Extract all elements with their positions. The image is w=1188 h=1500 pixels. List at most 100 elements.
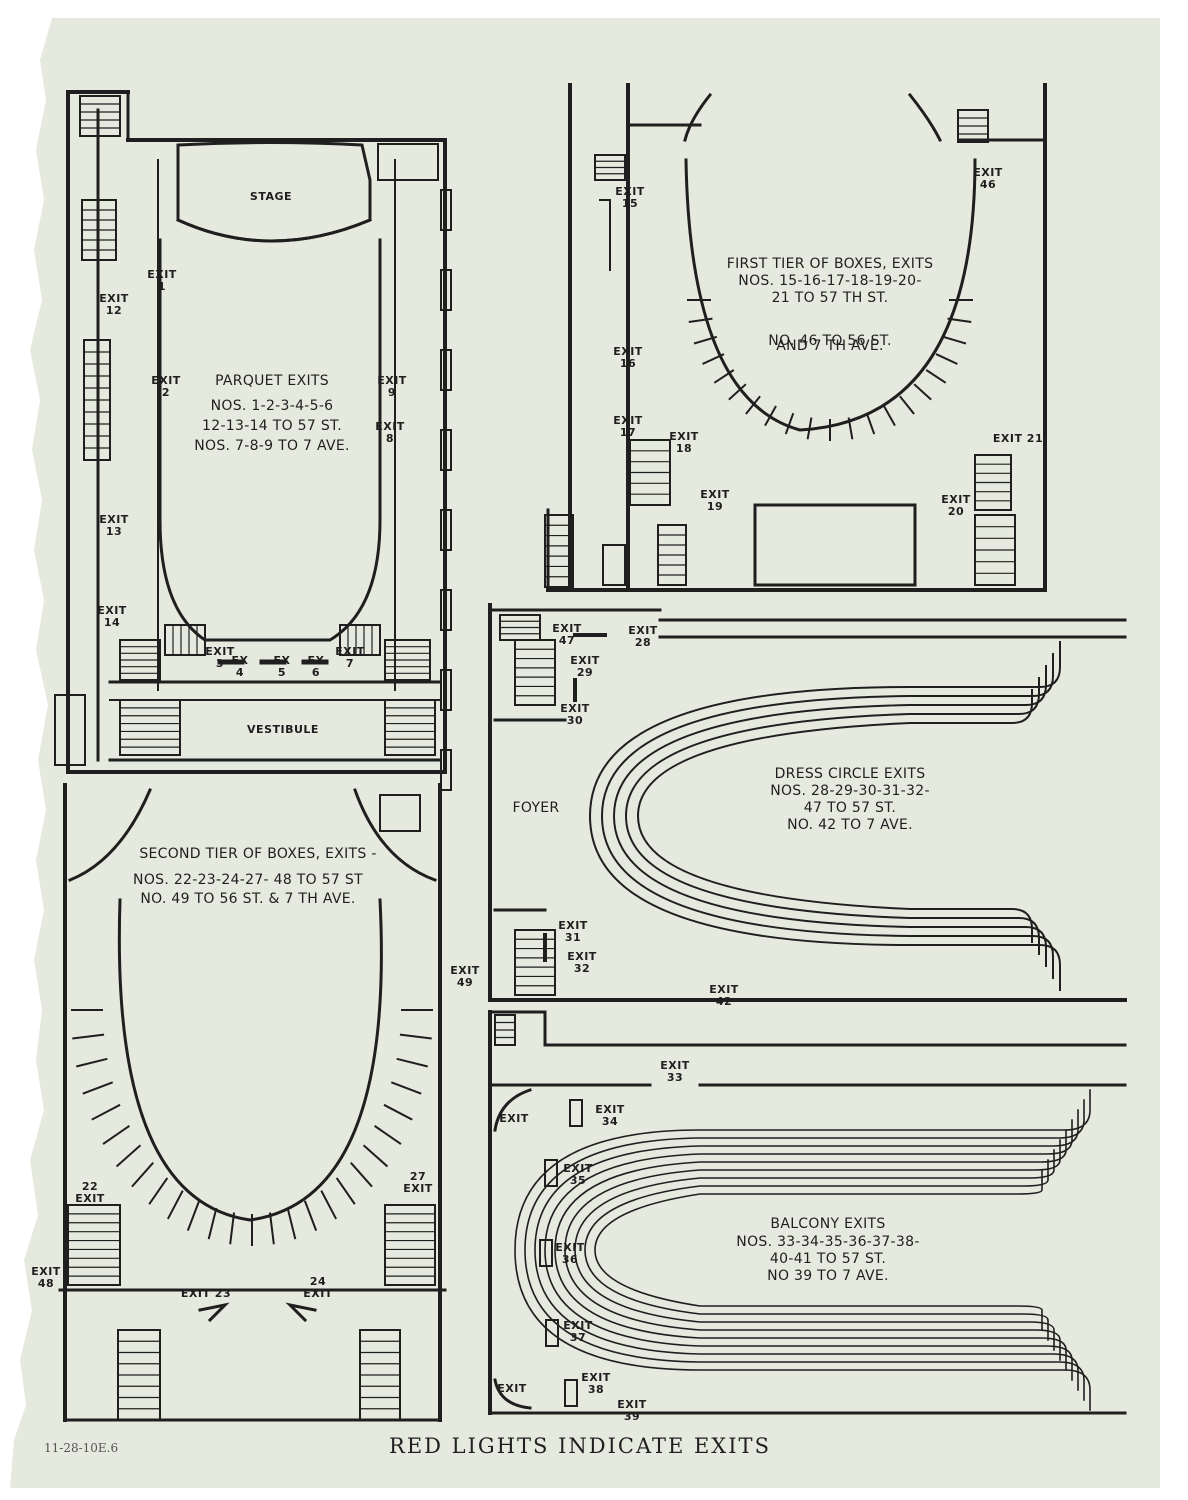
dress-circle-row: [612, 665, 1047, 967]
box-partition: [320, 1190, 338, 1220]
box-partition: [865, 412, 876, 435]
box-partition: [745, 395, 761, 415]
dress-circle-exits-note: NO. 42 TO 7 AVE.: [787, 817, 913, 833]
label-exit-6: 6: [312, 666, 320, 679]
label-exit-13: EXIT: [99, 513, 129, 526]
label-exit-1: 1: [158, 280, 166, 293]
box-partition: [229, 1212, 236, 1245]
first-tier-exits-note: 21 TO 57 TH ST.: [772, 290, 889, 306]
label-exit-15: 15: [622, 197, 638, 210]
label-exit-46: 46: [980, 178, 996, 191]
vomitory: [539, 1239, 553, 1267]
box-partition: [303, 1200, 318, 1232]
label-exit-49: 49: [457, 976, 473, 989]
dress-circle-exits-note: NOS. 28-29-30-31-32-: [770, 783, 930, 799]
label-exit-19: EXIT: [700, 488, 730, 501]
label-exit-32: EXIT: [567, 950, 597, 963]
closet: [602, 544, 626, 586]
label-exit-15: EXIT: [615, 185, 645, 198]
label-exit-4: EX: [232, 654, 249, 667]
balcony-exits-note: 40-41 TO 57 ST.: [770, 1251, 886, 1267]
parquet-exits-note: NOS. 7-8-9 TO 7 AVE.: [194, 438, 350, 454]
label-exit-5: EX: [274, 654, 291, 667]
box-partition: [728, 383, 747, 401]
parquet-exits-note: 12-13-14 TO 57 ST.: [202, 418, 342, 434]
label-exit-33: EXIT: [660, 1059, 690, 1072]
label-exit-2: 2: [162, 386, 170, 399]
box-partition: [390, 1081, 422, 1095]
tier-rail: [68, 788, 152, 882]
stairway: [384, 699, 436, 756]
box-partition: [383, 1103, 413, 1121]
label-exit-28: EXIT: [628, 624, 658, 637]
label-exit-39: 39: [624, 1410, 640, 1423]
label-exit-16: EXIT: [613, 345, 643, 358]
box-partition: [76, 1057, 108, 1068]
box-partition: [806, 417, 813, 440]
window: [440, 669, 452, 711]
label-exit-36: 36: [562, 1253, 578, 1266]
window: [440, 509, 452, 551]
label-exit-34: 34: [602, 1115, 618, 1128]
dress-circle-row: [588, 641, 1061, 991]
balcony-row: [554, 1129, 1067, 1371]
label-exit-33: 33: [667, 1071, 683, 1084]
first-tier-exits-note: NOS. 15-16-17-18-19-20-: [738, 273, 921, 289]
dress-circle-exits-title: DRESS CIRCLE EXITS: [775, 766, 926, 782]
balcony-rail: [493, 1088, 532, 1132]
label-exit-7: EXIT: [335, 645, 365, 658]
label-exit-47: EXIT: [552, 622, 582, 635]
balcony-row: [574, 1149, 1055, 1351]
box-partition: [702, 353, 725, 365]
label-exit-42: EXIT: [709, 983, 739, 996]
window: [440, 589, 452, 631]
balcony-exits-title: BALCONY EXITS: [770, 1216, 885, 1232]
label-exit-30: 30: [567, 714, 583, 727]
label-exit-39: EXIT: [617, 1398, 647, 1411]
label-exit-49: EXIT: [450, 964, 480, 977]
label-exit-18: 18: [676, 442, 692, 455]
box-partition: [899, 395, 915, 415]
box-partition: [784, 412, 795, 435]
label-exit-8: EXIT: [375, 420, 405, 433]
label-foyer: FOYER: [513, 800, 560, 816]
box-partition: [693, 335, 718, 345]
balcony-row: [514, 1089, 1091, 1411]
stairway: [79, 95, 121, 137]
pencil-annotation: 11-28-10E.6: [44, 1441, 118, 1455]
box-partition: [847, 417, 854, 440]
label-exit-20: EXIT: [941, 493, 971, 506]
stairway: [339, 624, 381, 656]
label-exit-24: EXIT: [303, 1287, 333, 1300]
first-tier-exits-note: AND 7 TH AVE.: [776, 338, 884, 354]
label-exit-13: 13: [106, 525, 122, 538]
label-exit-19: 19: [707, 500, 723, 513]
balcony-rail: [493, 1378, 532, 1410]
label-exit-29: 29: [577, 666, 593, 679]
label-exit-22: EXIT: [75, 1192, 105, 1205]
box-partition: [350, 1162, 373, 1188]
stairway: [544, 514, 574, 588]
balcony-row: [544, 1119, 1073, 1381]
dress-circle-exits-note: 47 TO 57 ST.: [804, 800, 896, 816]
stairway: [384, 1204, 436, 1286]
box-front: [684, 158, 977, 432]
label-exit-27: 27: [410, 1170, 426, 1183]
box-partition: [335, 1177, 356, 1205]
label-exit-40: EXIT: [499, 1112, 529, 1125]
balcony-rail: [907, 92, 943, 143]
stairway: [67, 1204, 121, 1286]
stage-side-room: [377, 143, 439, 181]
box-partition: [925, 369, 947, 384]
second-tier-exits-note: NOS. 22-23-24-27- 48 TO 57 ST: [133, 872, 363, 888]
label-exit-29: EXIT: [570, 654, 600, 667]
second-tier-exits-note: NO. 49 TO 56 ST. & 7 TH AVE.: [140, 891, 355, 907]
box-partition: [913, 383, 932, 401]
box-partition: [148, 1177, 169, 1205]
box-partition: [396, 1057, 428, 1068]
stairway: [119, 699, 181, 756]
vomitory: [564, 1379, 578, 1407]
dress-circle-row: [624, 677, 1040, 955]
